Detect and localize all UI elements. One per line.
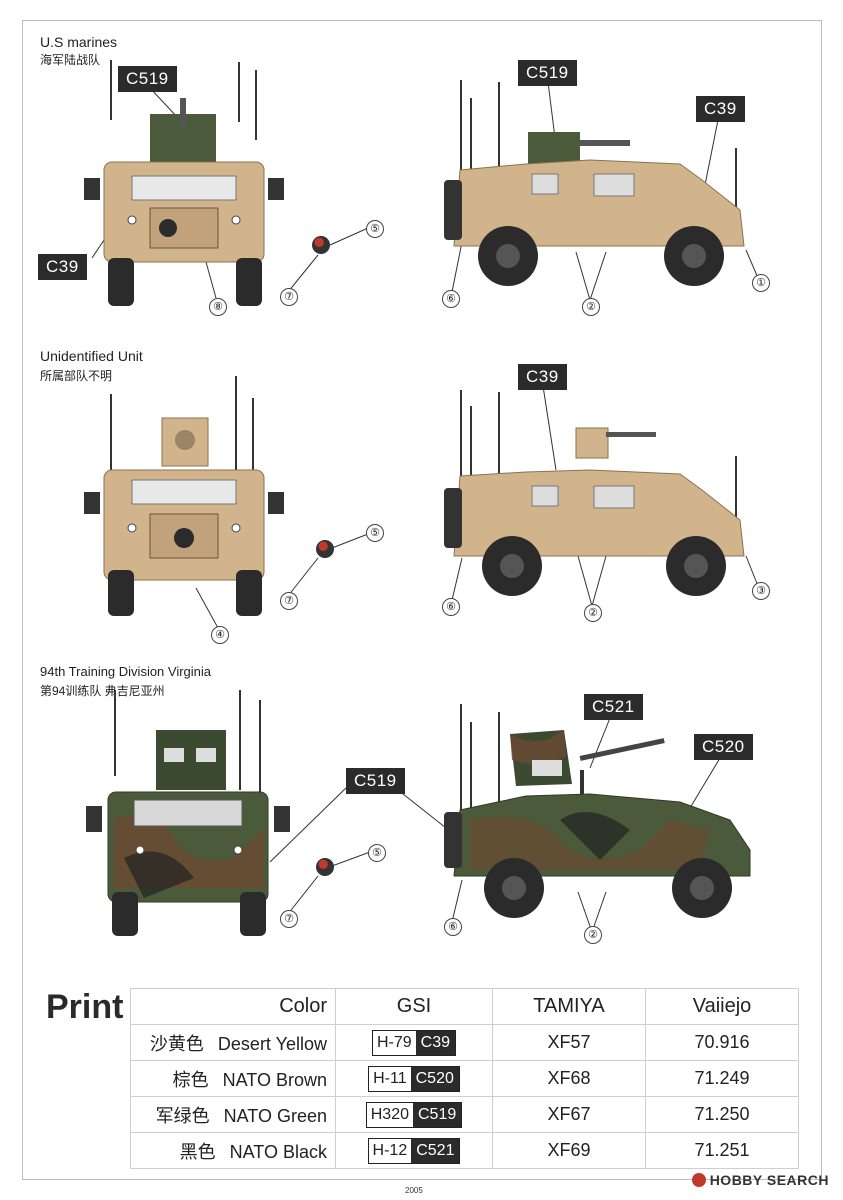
callout-number: ⑥ (442, 598, 460, 616)
callout-number: ① (752, 274, 770, 292)
section-1-subtitle: 海军陆战队 (40, 53, 101, 67)
section-1-title: U.S marines (40, 34, 118, 50)
callout-number: ③ (752, 582, 770, 600)
header-vallejo: Vaiiejo (645, 988, 799, 1025)
header-gsi: GSI (335, 988, 493, 1025)
callout-number: ⑦ (280, 288, 298, 306)
callout-number: ② (584, 604, 602, 622)
vehicle-side-desert-2 (444, 390, 745, 596)
callout-s3-middle: C519 (346, 768, 405, 794)
vehicle-front-desert-1 (84, 60, 284, 306)
paint-table: Color GSI TAMIYA Vaiiejo 沙黄色 Desert Yello… (130, 988, 799, 1169)
header-tamiya: TAMIYA (492, 988, 646, 1025)
callout-number: ⑤ (366, 220, 384, 238)
watermark: HOBBY SEARCH (691, 1172, 829, 1188)
callout-number: ⑥ (442, 290, 460, 308)
color-cn: 沙黄色 (149, 1033, 204, 1054)
decal-marker-dot (312, 236, 330, 254)
callout-s2-side-top: C39 (518, 364, 567, 390)
callout-number: ④ (211, 626, 229, 644)
color-cn: 军绿色 (155, 1105, 210, 1126)
page-number: 2005 (405, 1186, 423, 1195)
print-title: Print (46, 988, 124, 1026)
section-2-title: Unidentified Unit (40, 348, 143, 364)
callout-s1-side-right: C39 (696, 96, 745, 122)
callout-s1-front-side: C39 (38, 254, 87, 280)
header-color: Color (130, 988, 336, 1025)
vallejo-code: 71.250 (645, 1096, 799, 1133)
callout-number: ⑦ (280, 910, 298, 928)
section-3-title: 94th Training Division Virginia (40, 664, 212, 679)
color-cn: 黑色 (179, 1141, 216, 1162)
callout-number: ⑧ (209, 298, 227, 316)
vehicle-front-desert-2 (84, 376, 284, 616)
tamiya-code: XF57 (492, 1024, 646, 1061)
tamiya-code: XF69 (492, 1132, 646, 1169)
vallejo-code: 71.251 (645, 1132, 799, 1169)
decal-marker-dot (316, 540, 334, 558)
callout-number: ⑥ (444, 918, 462, 936)
section-2-subtitle: 所属部队不明 (40, 369, 113, 383)
tamiya-code: XF68 (492, 1060, 646, 1097)
callout-s1-side-top: C519 (518, 60, 577, 86)
vallejo-code: 70.916 (645, 1024, 799, 1061)
callout-number: ② (584, 926, 602, 944)
page-frame (22, 20, 822, 1180)
color-cn: 棕色 (172, 1069, 209, 1090)
color-name: NATO Brown (222, 1069, 327, 1090)
color-name: Desert Yellow (217, 1033, 327, 1054)
vallejo-code: 71.249 (645, 1060, 799, 1097)
callout-s1-front-top: C519 (118, 66, 177, 92)
paint-table-header: Color GSI TAMIYA Vaiiejo (130, 988, 799, 1025)
callout-number: ⑤ (366, 524, 384, 542)
decal-marker-dot (316, 858, 334, 876)
vehicle-side-camo (444, 704, 751, 918)
vehicle-side-desert-1 (444, 80, 745, 286)
section-3-subtitle: 第94训练队 弗吉尼亚州 (40, 684, 165, 698)
callout-number: ⑦ (280, 592, 298, 610)
color-name: NATO Black (229, 1141, 327, 1162)
vehicle-front-camo (86, 690, 290, 936)
callout-s3-side-top: C521 (584, 694, 643, 720)
callout-number: ⑤ (368, 844, 386, 862)
tamiya-code: XF67 (492, 1096, 646, 1133)
hobby-search-logo-icon (691, 1173, 706, 1187)
callout-number: ② (582, 298, 600, 316)
callout-s3-side-right: C520 (694, 734, 753, 760)
color-name: NATO Green (223, 1105, 327, 1126)
